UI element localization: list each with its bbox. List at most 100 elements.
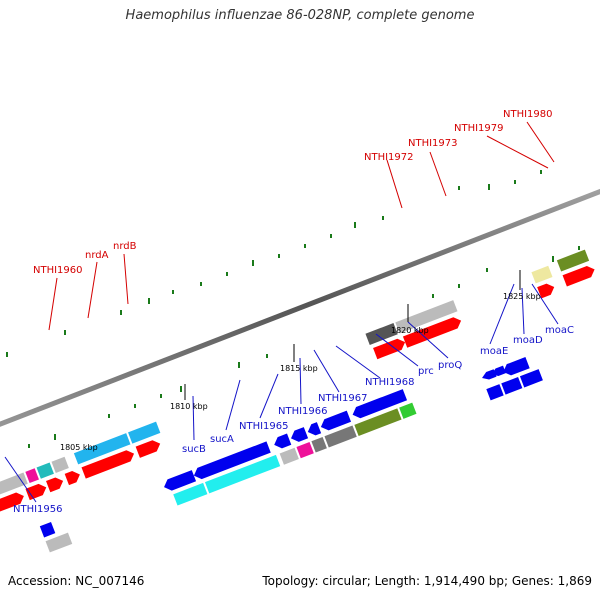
gene-cds [193, 441, 271, 480]
reverse-strand[interactable] [39, 339, 543, 567]
gene-label[interactable]: NTHI1965 [239, 421, 289, 432]
gene-NTHI1979 [531, 265, 553, 284]
leader-line [335, 345, 381, 379]
gene-cds [81, 450, 135, 479]
leader-line [486, 135, 549, 169]
gene-label[interactable]: moaC [545, 325, 574, 336]
tick [266, 354, 268, 358]
gene-cds [274, 433, 292, 449]
tick [108, 414, 110, 418]
tick [28, 444, 30, 448]
gene-cds [562, 265, 595, 287]
gene-cds [45, 532, 73, 553]
forward-label-lines [48, 121, 555, 331]
tick [330, 234, 332, 238]
leader-line [526, 121, 555, 163]
gene-cds [164, 470, 197, 491]
gene-label[interactable]: NTHI1960 [33, 265, 83, 276]
gene-proQ [399, 402, 417, 419]
gene-label[interactable]: NTHI1973 [408, 138, 458, 149]
gene-label[interactable]: NTHI1966 [278, 406, 328, 417]
gene-moaD [491, 365, 506, 376]
tick [64, 330, 66, 335]
gene-NTHI1968 [324, 425, 357, 448]
tick [6, 352, 8, 357]
leader-line [429, 151, 447, 197]
gene-cds [501, 376, 523, 395]
tick [148, 298, 150, 304]
gene-cds [25, 468, 39, 484]
gene-cds [352, 389, 408, 419]
gene-cds [320, 410, 352, 431]
gene-label[interactable]: prc [418, 366, 434, 377]
gene-label[interactable]: moaD [513, 335, 543, 346]
tick [486, 268, 488, 272]
leader-line [407, 321, 449, 359]
gene-label[interactable]: proQ [438, 360, 462, 371]
gene-NTHI1965 [279, 447, 299, 465]
inner-ticks [28, 246, 580, 448]
gene-label[interactable]: nrdA [85, 250, 109, 261]
gene-label[interactable]: moaE [480, 346, 508, 357]
gene-cds [291, 427, 309, 442]
forward-strand[interactable] [0, 249, 599, 521]
gene-cds [373, 338, 406, 360]
gene-cds [135, 440, 161, 458]
gene-cds [537, 283, 555, 299]
accession-text: Accession: NC_007146 [8, 574, 145, 588]
leader-line [313, 349, 340, 393]
gene-cds [307, 422, 322, 436]
gene-cds [0, 492, 24, 521]
leader-line [192, 395, 195, 441]
gene-label[interactable]: sucB [182, 444, 206, 455]
scale-label: 1820 kbp [391, 326, 429, 335]
tick [180, 386, 182, 392]
gene-nrdA [73, 433, 131, 465]
gene-label[interactable]: nrdB [113, 241, 137, 252]
gene-label[interactable]: NTHI1968 [365, 377, 415, 388]
gene-cds [25, 483, 47, 501]
leader-line [489, 283, 515, 345]
scale-lines [184, 270, 521, 400]
gene-label[interactable]: NTHI1980 [503, 109, 553, 120]
gene-label[interactable]: NTHI1972 [364, 152, 414, 163]
tick [278, 254, 280, 258]
tick [432, 294, 434, 298]
scale-label: 1825 kbp [503, 292, 541, 301]
gene-label[interactable]: NTHI1967 [318, 393, 368, 404]
genome-summary: Topology: circular; Length: 1,914,490 bp… [262, 574, 592, 588]
gene-label[interactable]: NTHI1956 [13, 504, 63, 515]
gene-cds [402, 317, 462, 348]
gene-NTHI1956 [39, 521, 56, 538]
leader-line [225, 379, 241, 431]
map-title: Haemophilus influenzae 86-028NP, complet… [125, 8, 475, 23]
gene-NTHI1966 [296, 442, 314, 459]
leader-line [299, 357, 302, 405]
tick [382, 216, 384, 220]
tick [354, 222, 356, 228]
gene-moaE [482, 369, 497, 380]
tick [226, 272, 228, 276]
genome-backbone [0, 188, 600, 427]
tick [458, 186, 460, 190]
leader-line [4, 456, 37, 503]
tick [134, 404, 136, 408]
outer-ticks [6, 170, 542, 357]
tick [514, 180, 516, 184]
scale-label: 1815 kbp [280, 364, 318, 373]
gene-cds [0, 472, 28, 506]
leader-line [375, 333, 419, 367]
gene-NTHI1972 [365, 323, 398, 345]
tick [458, 284, 460, 288]
gene-label[interactable]: sucA [210, 434, 234, 445]
scale-label: 1810 kbp [170, 402, 208, 411]
tick [552, 256, 554, 262]
tick [252, 260, 254, 266]
gene-label[interactable]: NTHI1979 [454, 123, 504, 134]
leader-line [87, 261, 98, 319]
gene-cds [519, 369, 543, 388]
gene-nrdB [128, 421, 161, 444]
tick [200, 282, 202, 286]
tick [304, 244, 306, 248]
